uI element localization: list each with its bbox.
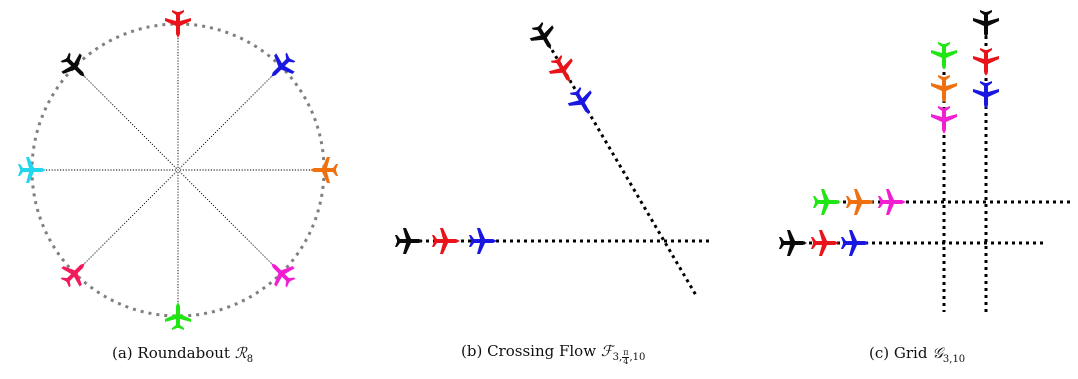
roundabout-routes [32,24,324,316]
caption-grid-label: (c) Grid [869,344,928,362]
caption-roundabout-label: (a) Roundabout [112,344,230,362]
aircraft-icon [525,18,563,56]
caption-roundabout: (a) Roundabout ℛ8 [112,344,253,365]
aircraft-icon [432,228,460,254]
aircraft-icon [931,75,957,103]
aircraft-icon [469,228,497,254]
panel-grid [779,10,1072,312]
aircraft-icon [841,230,869,256]
caption-crossing-flow-sub-pre: 3, [612,352,623,363]
roundabout-route-line [177,66,282,171]
roundabout-route-line [74,66,179,171]
aircraft-icon [846,189,874,215]
caption-grid-subscript: 3,10 [942,354,966,365]
fraction-denominator: 4 [623,357,629,366]
aircraft-icon [931,106,957,134]
crossing-flow-diagonal-route [543,37,699,298]
aircraft-icon [563,83,601,121]
aircraft-icon [931,42,957,70]
roundabout-route-line [177,169,282,274]
caption-grid: (c) Grid 𝒢3,10 [869,344,965,365]
aircraft-icon [878,189,906,215]
aircraft-icon [973,48,999,76]
aircraft-icon [779,230,807,256]
caption-grid-symbol: 𝒢 [932,344,943,362]
aircraft-icon [813,189,841,215]
caption-roundabout-subscript: 8 [246,354,254,365]
roundabout-route-line [74,169,179,274]
caption-crossing-flow-symbol: ℱ [600,342,613,360]
crossing-flow-aircraft [395,18,601,254]
grid-aircraft [779,10,999,256]
aircraft-icon [973,10,999,38]
aircraft-icon [262,254,301,293]
caption-crossing-flow-sub-post: ,10 [629,352,646,363]
caption-crossing-flow-label: (b) Crossing Flow [461,342,597,360]
caption-roundabout-symbol: ℛ [234,344,247,362]
aircraft-icon [973,81,999,109]
panel-roundabout [18,10,338,330]
panel-crossing-flow [395,18,712,298]
aircraft-icon [165,302,191,330]
aircraft-icon [811,230,839,256]
aircraft-icon [544,51,582,89]
aircraft-icon [395,228,423,254]
fraction-numerator: π [622,348,630,358]
